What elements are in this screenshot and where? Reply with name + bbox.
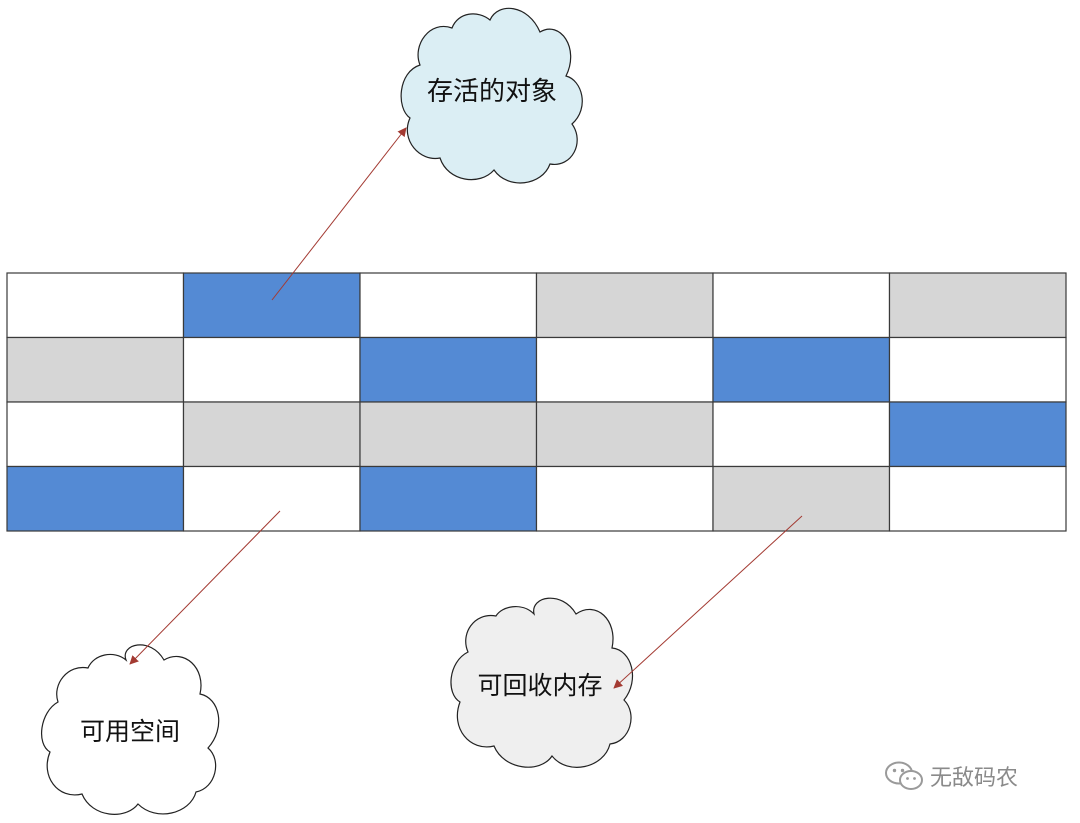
memory-block-free bbox=[6, 272, 185, 339]
watermark-text: 无敌码农 bbox=[930, 766, 1019, 791]
memory-block-free bbox=[535, 465, 714, 532]
label-free-space: 可用空间 bbox=[80, 717, 180, 746]
memory-block-free bbox=[712, 272, 891, 339]
cloud-free-space: 可用空间 bbox=[41, 644, 220, 815]
memory-block-occupied bbox=[712, 336, 891, 403]
memory-grid bbox=[6, 272, 1067, 532]
memory-block-reclaimable bbox=[888, 272, 1067, 339]
label-reclaimable-memory: 可回收内存 bbox=[477, 671, 602, 700]
memory-block-occupied bbox=[359, 336, 538, 403]
memory-block-free bbox=[6, 401, 185, 468]
cloud-shape-live bbox=[400, 7, 583, 184]
cloud-shape-free bbox=[41, 644, 220, 815]
memory-block-reclaimable bbox=[359, 401, 538, 468]
memory-block-free bbox=[359, 272, 538, 339]
memory-block-free bbox=[712, 401, 891, 468]
memory-block-free bbox=[535, 336, 714, 403]
cloud-shape-reclaimable bbox=[450, 597, 634, 768]
memory-block-reclaimable bbox=[182, 401, 361, 468]
memory-block-occupied bbox=[6, 465, 185, 532]
memory-block-reclaimable bbox=[6, 336, 185, 403]
memory-block-reclaimable bbox=[712, 465, 891, 532]
label-live-objects: 存活的对象 bbox=[427, 77, 557, 107]
arrow-to-free-space bbox=[129, 510, 281, 665]
cloud-reclaimable-memory: 可回收内存 bbox=[450, 597, 634, 768]
memory-block-free bbox=[888, 336, 1067, 403]
memory-block-occupied bbox=[888, 401, 1067, 468]
memory-block-free bbox=[182, 465, 361, 532]
memory-block-occupied bbox=[359, 465, 538, 532]
memory-block-free bbox=[182, 336, 361, 403]
memory-block-reclaimable bbox=[535, 272, 714, 339]
watermark: 无敌码农 bbox=[884, 756, 1018, 796]
memory-block-occupied bbox=[182, 272, 361, 339]
arrow-to-reclaimable-memory bbox=[613, 515, 803, 689]
cloud-live-objects: 存活的对象 bbox=[400, 7, 583, 184]
memory-block-reclaimable bbox=[535, 401, 714, 468]
arrow-to-live-objects bbox=[271, 127, 407, 301]
memory-block-free bbox=[888, 465, 1067, 532]
wechat-icon bbox=[885, 761, 923, 790]
